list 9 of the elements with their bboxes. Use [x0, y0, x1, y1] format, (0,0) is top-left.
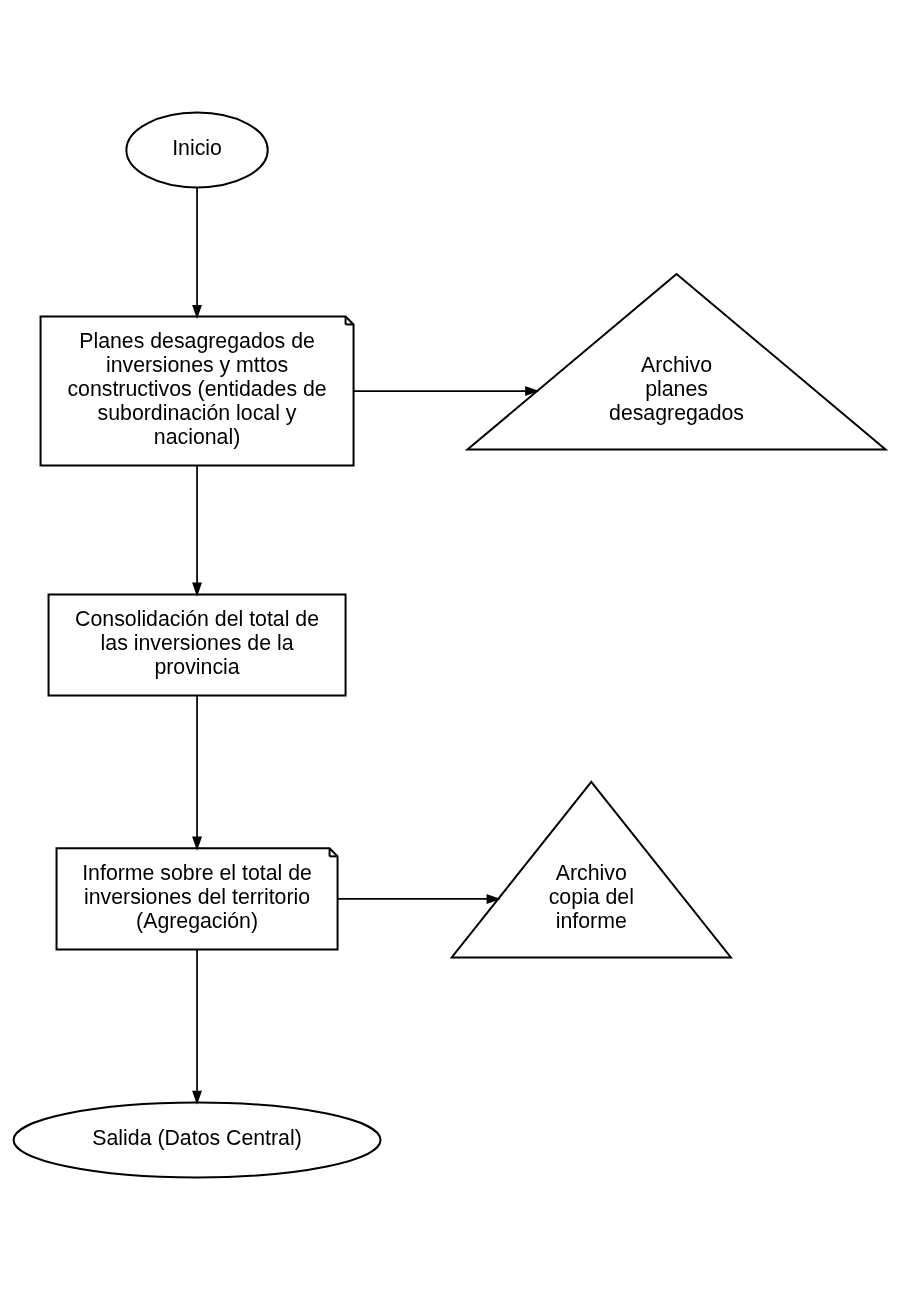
- arrow: [192, 948, 202, 1105]
- arrow: [336, 893, 501, 904]
- arrow: [192, 694, 202, 851]
- node-box: Consolidación del total de las inversiones de la provincia: [47, 592, 347, 697]
- arrow: [353, 385, 540, 396]
- arrow: [192, 186, 202, 319]
- node-ellipse: Inicio: [125, 111, 269, 188]
- arrow: [192, 464, 202, 597]
- node-ellipse: Salida (Datos Central): [12, 1101, 382, 1178]
